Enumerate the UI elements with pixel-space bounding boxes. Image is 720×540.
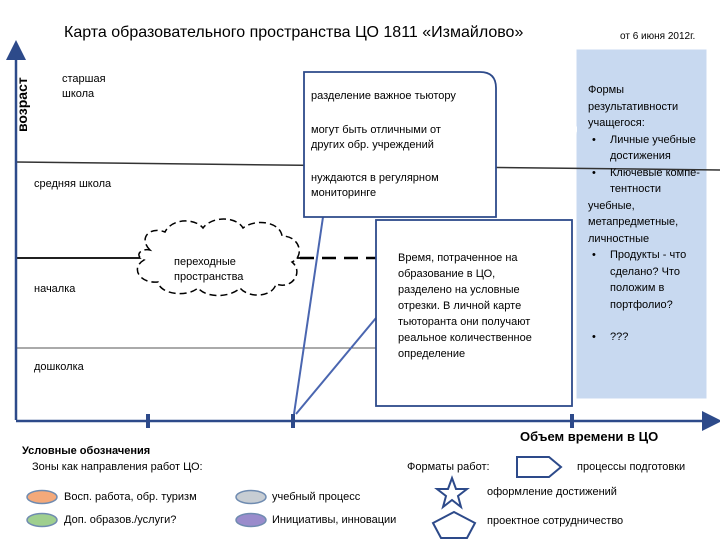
tutor-box-line2: могут быть отличными от других обр. учре… bbox=[311, 124, 441, 151]
results-item-plain: учебные, метапредметные, личностные bbox=[588, 199, 679, 245]
date-label: от 6 июня 2012г. bbox=[620, 31, 696, 42]
format-label-project: проектное сотрудничество bbox=[487, 515, 624, 527]
zone-senior: старшая школа bbox=[62, 73, 106, 100]
results-item: ??? bbox=[588, 329, 704, 346]
legend-swatch-purple bbox=[235, 512, 267, 528]
cloud-label: переходные пространства bbox=[174, 256, 244, 283]
x-axis-tick-2 bbox=[291, 414, 295, 428]
tutor-box-line3: нуждаются в регулярном мониторинге bbox=[311, 172, 439, 199]
connector-cloud-to-tutor-box bbox=[293, 216, 324, 415]
results-panel-content: Формы результативности учащегося: Личные… bbox=[588, 82, 704, 346]
x-axis-tick-1 bbox=[146, 414, 150, 428]
legend-swatch-green bbox=[26, 512, 58, 528]
x-axis-tick-3 bbox=[570, 414, 574, 428]
legend-swatch-orange bbox=[26, 489, 58, 505]
time-box bbox=[375, 219, 573, 407]
legend-item-label: учебный процесс bbox=[272, 491, 361, 503]
tutor-box bbox=[303, 71, 497, 218]
star-icon bbox=[434, 475, 470, 510]
legend-title: Условные обозначения bbox=[22, 445, 151, 457]
results-heading: Формы результативности учащегося: bbox=[588, 84, 679, 129]
legend-item-label: Доп. образов./услуги? bbox=[64, 514, 177, 526]
pentagon-icon bbox=[431, 510, 477, 539]
legend-item-label: Восп. работа, обр. туризм bbox=[64, 491, 197, 503]
connector-tick-to-time-box bbox=[295, 317, 377, 415]
page-title: Карта образовательного пространства ЦО 1… bbox=[64, 24, 524, 41]
legend-subtitle: Зоны как направления работ ЦО: bbox=[32, 461, 203, 473]
results-item: Продукты - что сделано? Что положим в по… bbox=[588, 247, 704, 313]
results-item: Личные учебные достижения bbox=[588, 132, 704, 165]
time-box-text: Время, потраченное на образование в ЦО, … bbox=[398, 252, 532, 360]
tutor-box-line1: разделение важное тьютору bbox=[311, 90, 456, 102]
results-item: Ключевые компе-тентности bbox=[588, 165, 704, 198]
legend-item-label: Инициативы, инновации bbox=[272, 514, 397, 526]
legend-swatch-gray bbox=[235, 489, 267, 505]
format-label-preparation: процессы подготовки bbox=[577, 461, 686, 473]
results-list: Личные учебные достижения Ключевые компе… bbox=[588, 132, 704, 346]
zone-primary: началка bbox=[34, 283, 76, 295]
format-label-achievements: оформление достижений bbox=[487, 486, 617, 498]
transition-spaces-cloud bbox=[136, 218, 301, 297]
pentagon-arrow-icon bbox=[516, 456, 563, 478]
x-axis-label: Объем времени в ЦО bbox=[520, 429, 659, 444]
zone-preschool: дошколка bbox=[34, 361, 84, 373]
y-axis-label: возраст bbox=[14, 77, 30, 132]
zone-middle: средняя школа bbox=[34, 178, 112, 190]
formats-label: Форматы работ: bbox=[407, 461, 490, 473]
